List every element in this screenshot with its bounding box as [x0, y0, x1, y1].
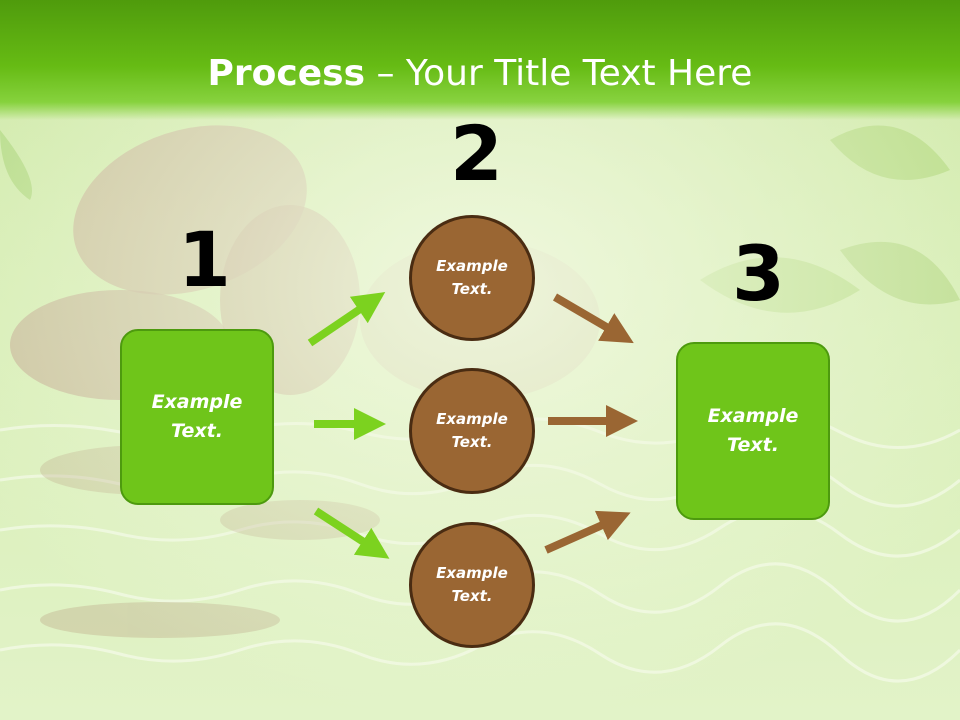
arrow-green-down	[313, 507, 390, 559]
step-2-circle-top: Example Text.	[409, 215, 535, 341]
step-2-circle-middle: Example Text.	[409, 368, 535, 494]
step-2-circle-bottom: Example Text.	[409, 522, 535, 648]
title-bold: Process	[207, 53, 366, 94]
arrow-brown-down	[552, 293, 634, 344]
arrow-green-up	[307, 292, 386, 347]
step-3-box: Example Text.	[676, 342, 830, 520]
step-1-box: Example Text.	[120, 329, 274, 505]
title-bar	[0, 0, 960, 120]
title-rest: – Your Title Text Here	[365, 53, 753, 94]
arrow-brown-up	[544, 510, 631, 554]
step-number-3: 3	[732, 229, 785, 318]
slide-title: Process – Your Title Text Here	[0, 52, 960, 96]
step-number-1: 1	[178, 215, 231, 304]
step-number-2: 2	[450, 109, 503, 198]
